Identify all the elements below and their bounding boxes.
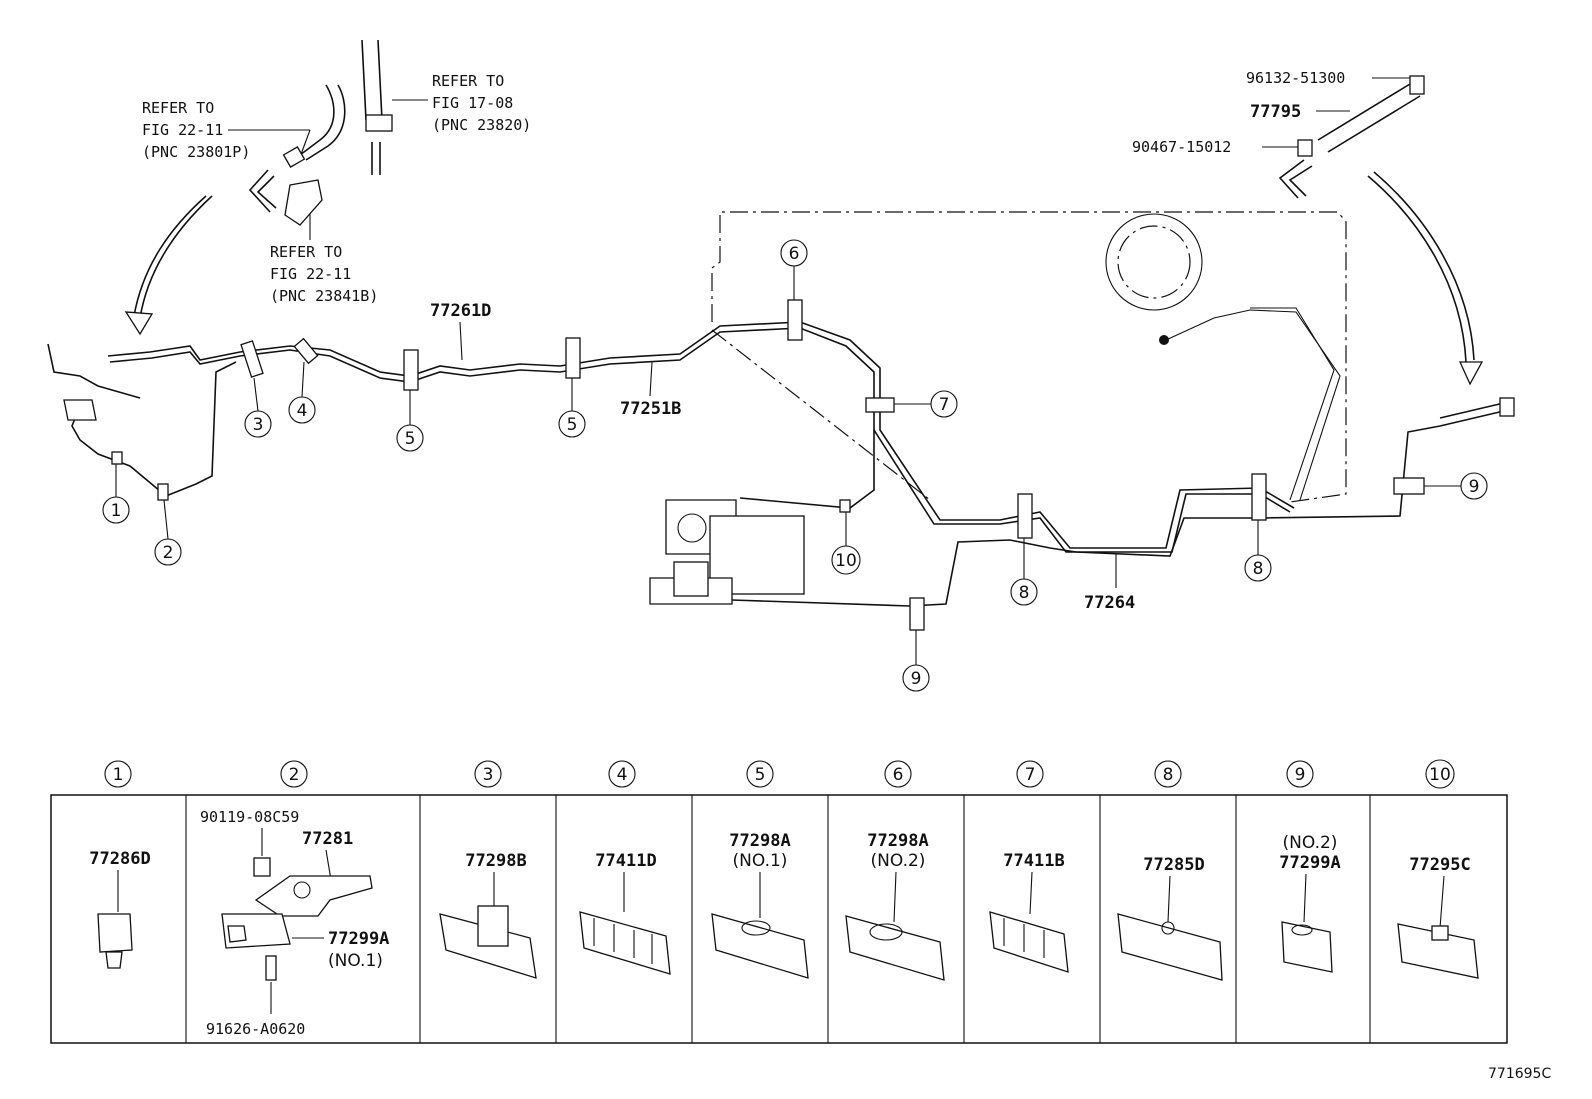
callout-8b: 8	[1253, 559, 1264, 579]
cell-7-label: 77411B	[1003, 851, 1064, 871]
cell-9-pre: (NO.2)	[1283, 833, 1338, 853]
callout-6: 6	[789, 244, 800, 264]
ref-a-line2: FIG 22-11	[142, 121, 223, 139]
callout-10: 10	[835, 551, 857, 571]
fuel-tank-outline	[711, 211, 1347, 503]
pipe-clips	[111, 299, 1425, 631]
cell-2-label: 77281	[302, 829, 353, 849]
cell-6-sub: (NO.2)	[871, 851, 926, 871]
table-header-6: 6	[893, 765, 904, 785]
part-77795: 77795	[1250, 102, 1301, 122]
cell-10-label: 77295C	[1409, 855, 1470, 875]
cell-5-sub: (NO.1)	[733, 851, 788, 871]
ref-c-line2: FIG 22-11	[270, 265, 351, 283]
cell-2-sub2: (NO.1)	[328, 951, 383, 971]
table-header-10: 10	[1429, 765, 1451, 785]
table-header-9: 9	[1295, 765, 1306, 785]
callout-markers: 1 2 3 4 5 5 6 7 8 8 9 9 10	[102, 239, 1488, 692]
ref-group-b: REFER TO FIG 17-08 (PNC 23820)	[392, 72, 531, 134]
ref-group-c: REFER TO FIG 22-11 (PNC 23841B)	[270, 205, 378, 305]
table-header-5: 5	[755, 765, 766, 785]
table-header-4: 4	[617, 765, 628, 785]
main-pipe-run	[47, 321, 1515, 607]
filler-hose-drawing	[248, 39, 393, 226]
charcoal-canister	[649, 499, 805, 605]
arrow-right	[1367, 175, 1467, 363]
part-77251B: 77251B	[620, 399, 681, 419]
ref-a-line1: REFER TO	[142, 99, 214, 117]
cell-3-label: 77298B	[465, 851, 526, 871]
table-header-2: 2	[289, 765, 300, 785]
callout-5a: 5	[405, 429, 416, 449]
part-77264: 77264	[1084, 593, 1135, 613]
cell-5-label: 77298A	[729, 831, 790, 851]
ref-b-line2: FIG 17-08	[432, 94, 513, 112]
ref-a-line3: (PNC 23801P)	[142, 143, 250, 161]
part-90467: 90467-15012	[1132, 138, 1231, 156]
callout-5b: 5	[567, 415, 578, 435]
tank-sender-circle	[1105, 213, 1203, 311]
callout-7: 7	[939, 395, 950, 415]
table-header-1: 1	[113, 765, 124, 785]
figure-code: 771695C	[1488, 1066, 1551, 1082]
ref-c-line3: (PNC 23841B)	[270, 287, 378, 305]
cell-8-label: 77285D	[1143, 855, 1204, 875]
parts-table: 1 2 3 4 5 6 7 8 9 10 77286D 90119-08C59 …	[50, 759, 1508, 1044]
callout-8a: 8	[1019, 583, 1030, 603]
cell-1-label: 77286D	[89, 849, 150, 869]
ref-c-line1: REFER TO	[270, 243, 342, 261]
cell-9-label: 77299A	[1279, 853, 1340, 873]
cell-2-top: 90119-08C59	[200, 808, 299, 826]
callout-2: 2	[163, 543, 174, 563]
table-header-8: 8	[1163, 765, 1174, 785]
ref-b-line1: REFER TO	[432, 72, 504, 90]
callout-3: 3	[253, 415, 264, 435]
ref-b-line3: (PNC 23820)	[432, 116, 531, 134]
cell-6-label: 77298A	[867, 831, 928, 851]
ref-group-a: REFER TO FIG 22-11 (PNC 23801P)	[142, 99, 311, 161]
cell-2-bottom: 91626-A0620	[206, 1020, 305, 1038]
callout-1: 1	[111, 501, 122, 521]
arrow-left	[139, 195, 213, 319]
part-77261D: 77261D	[430, 301, 491, 321]
table-header-7: 7	[1025, 765, 1036, 785]
cell-4-label: 77411D	[595, 851, 656, 871]
callout-4: 4	[297, 401, 308, 421]
cell-2-sub: 77299A	[328, 929, 389, 949]
part-96132: 96132-51300	[1246, 69, 1345, 87]
hose-77795: 96132-51300 77795 90467-15012	[1132, 69, 1425, 199]
table-header-3: 3	[483, 765, 494, 785]
callout-9a: 9	[911, 669, 922, 689]
callout-9b: 9	[1469, 477, 1480, 497]
